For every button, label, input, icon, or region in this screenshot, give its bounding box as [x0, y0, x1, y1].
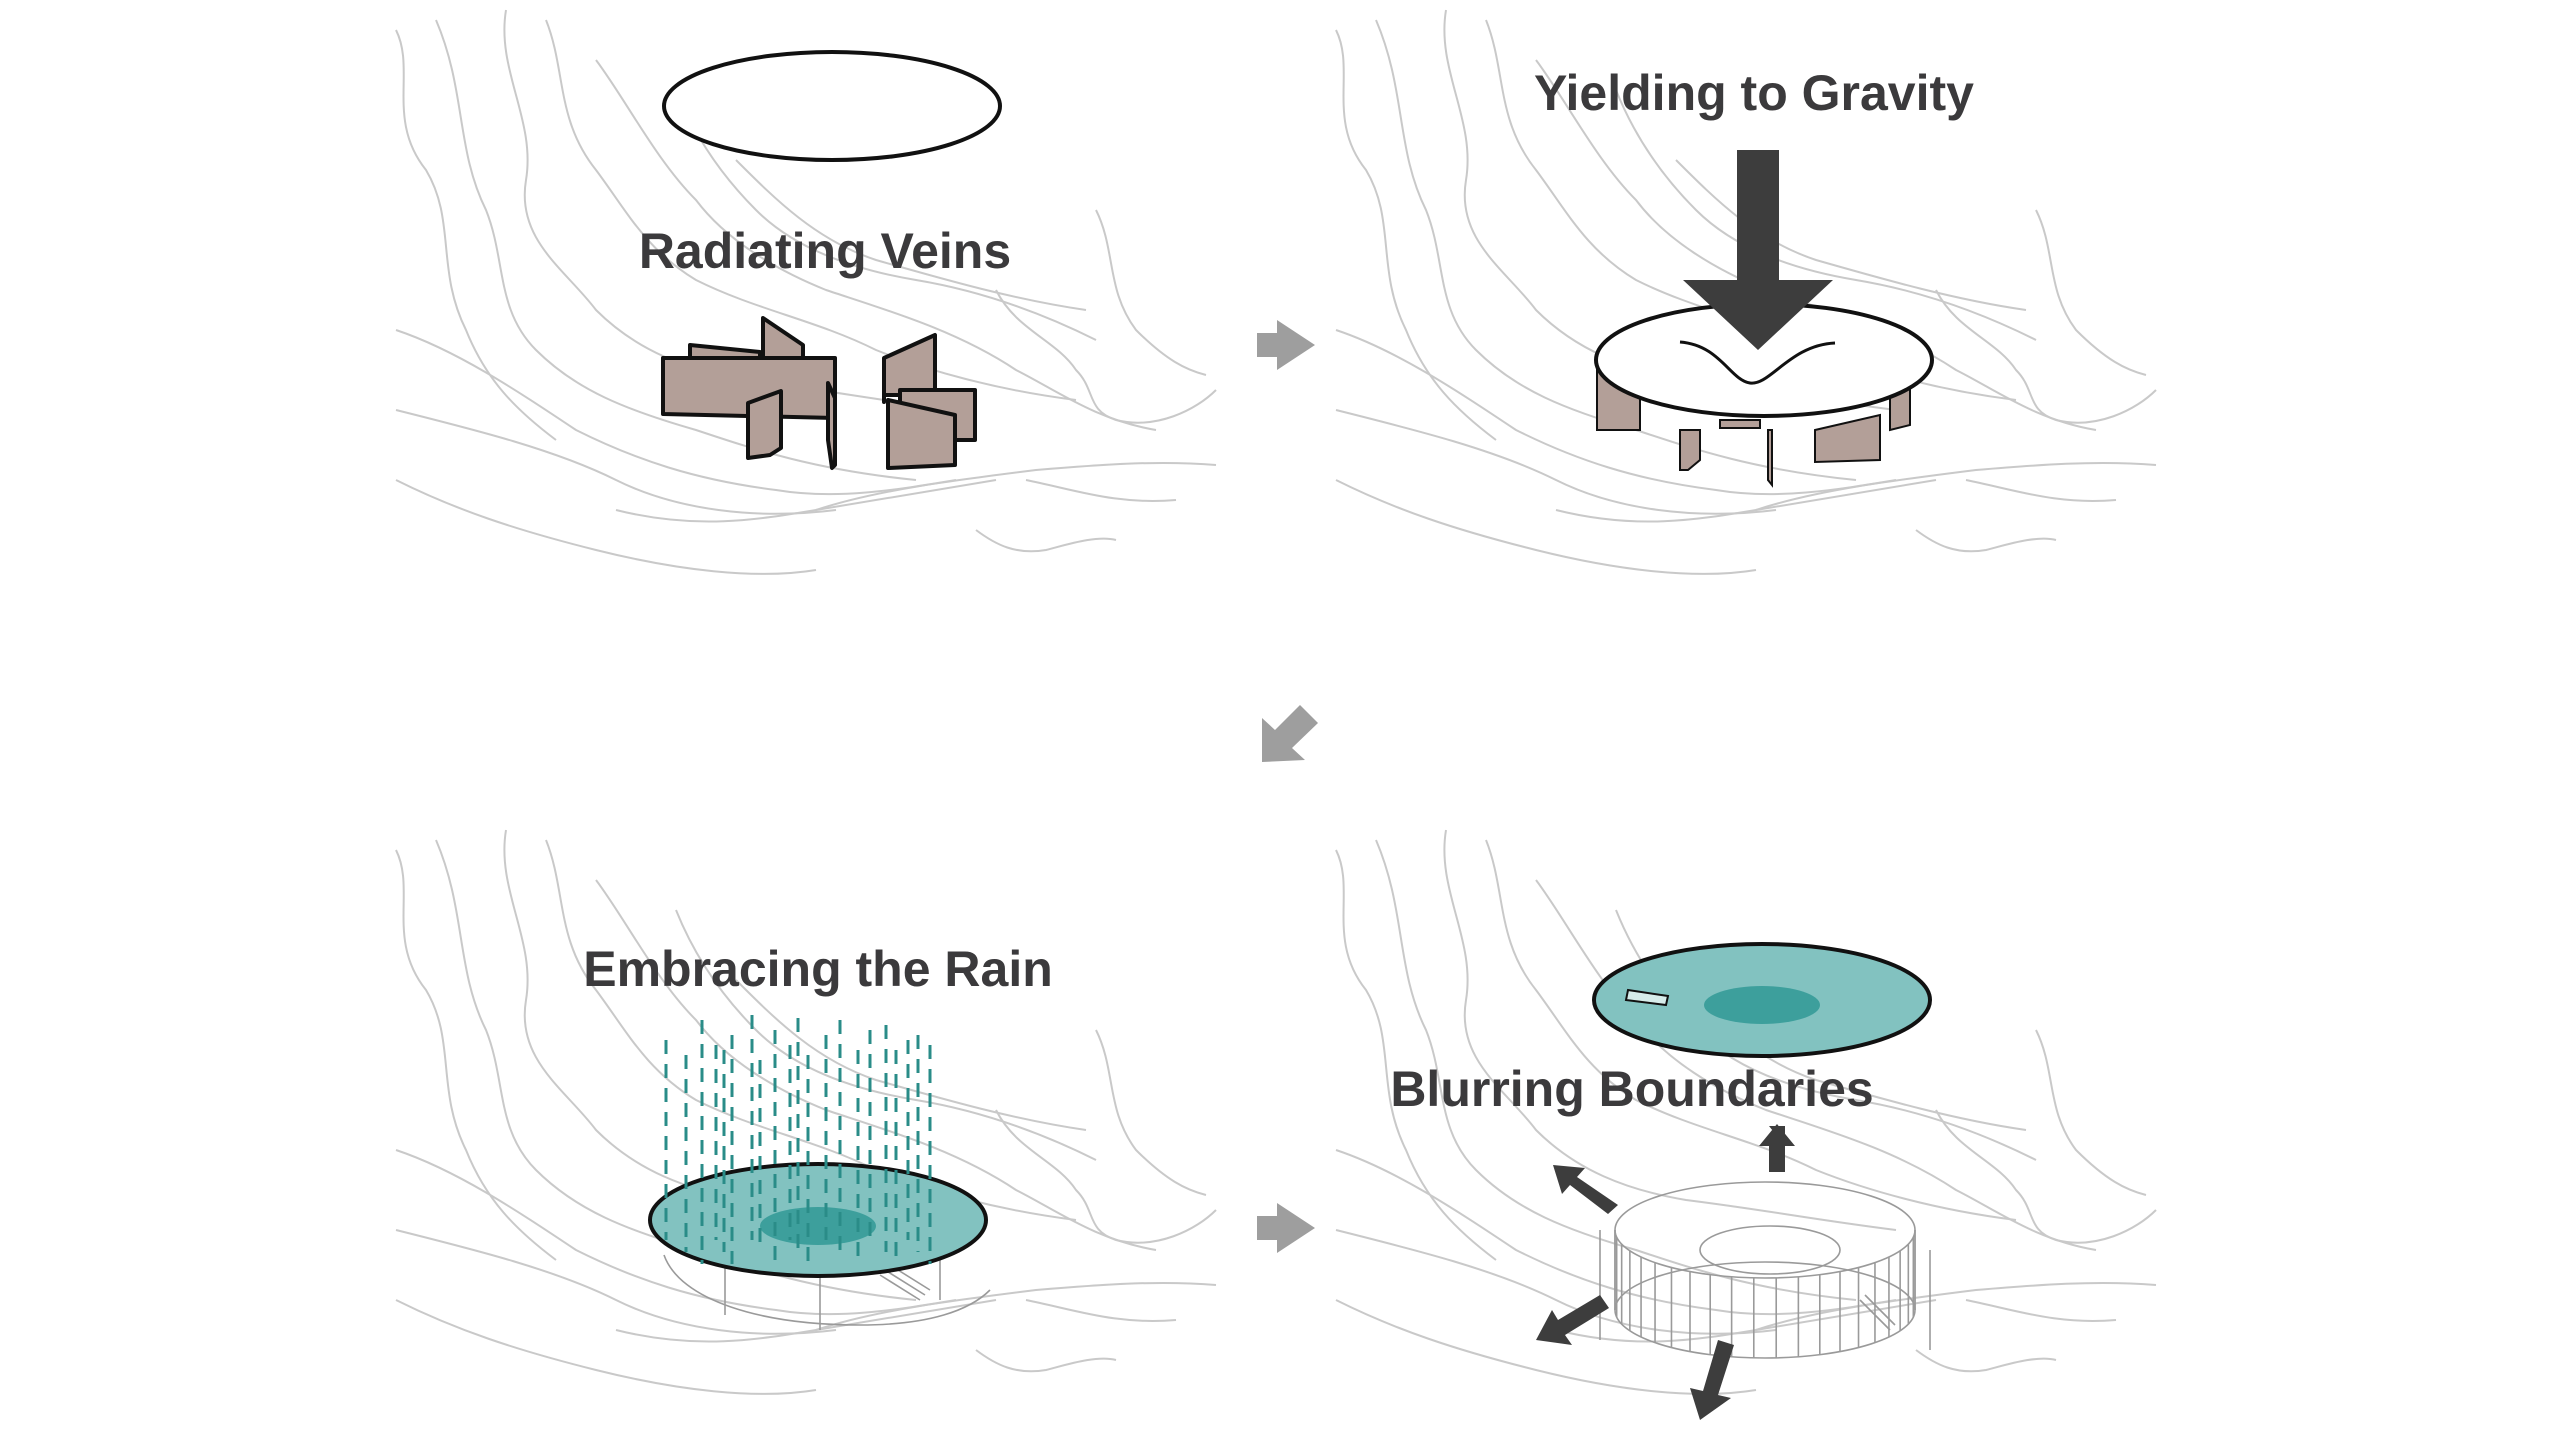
expand-arrow-down-icon — [1690, 1340, 1734, 1420]
expand-arrow-down-left-icon — [1536, 1295, 1609, 1345]
roof-sag-curve — [1679, 340, 1836, 385]
panel-title: Embracing the Rain — [583, 941, 1053, 997]
flow-arrow-down-left-icon — [1262, 705, 1318, 762]
panel-yielding-to-gravity: Yielding to Gravity — [1335, 9, 2157, 575]
flow-arrow-right-icon — [1257, 1203, 1315, 1253]
rain-lines — [664, 1015, 932, 1264]
building-axonometric — [1599, 1181, 1931, 1359]
terrain-contours — [395, 829, 1217, 1395]
panel-title: Radiating Veins — [639, 223, 1011, 279]
roof-pool — [1704, 986, 1820, 1024]
panel-embracing-the-rain: Embracing the Rain — [395, 829, 1217, 1395]
flow-arrow-right-icon — [1257, 320, 1315, 370]
roof-disc-outline — [662, 50, 1002, 162]
expand-arrow-up-icon — [1759, 1124, 1795, 1172]
panel-radiating-veins: Radiating Veins — [395, 9, 1217, 575]
panel-title: Blurring Boundaries — [1390, 1061, 1873, 1117]
panel-title: Yielding to Gravity — [1534, 65, 1974, 121]
gravity-arrow-icon — [1683, 150, 1833, 350]
radiating-walls — [661, 316, 977, 470]
panel-blurring-boundaries: Blurring Boundaries — [1335, 829, 2157, 1420]
skylight — [1624, 988, 1670, 1007]
expansion-arrows — [1536, 1124, 1795, 1420]
expand-arrow-up-left-icon — [1553, 1165, 1618, 1214]
